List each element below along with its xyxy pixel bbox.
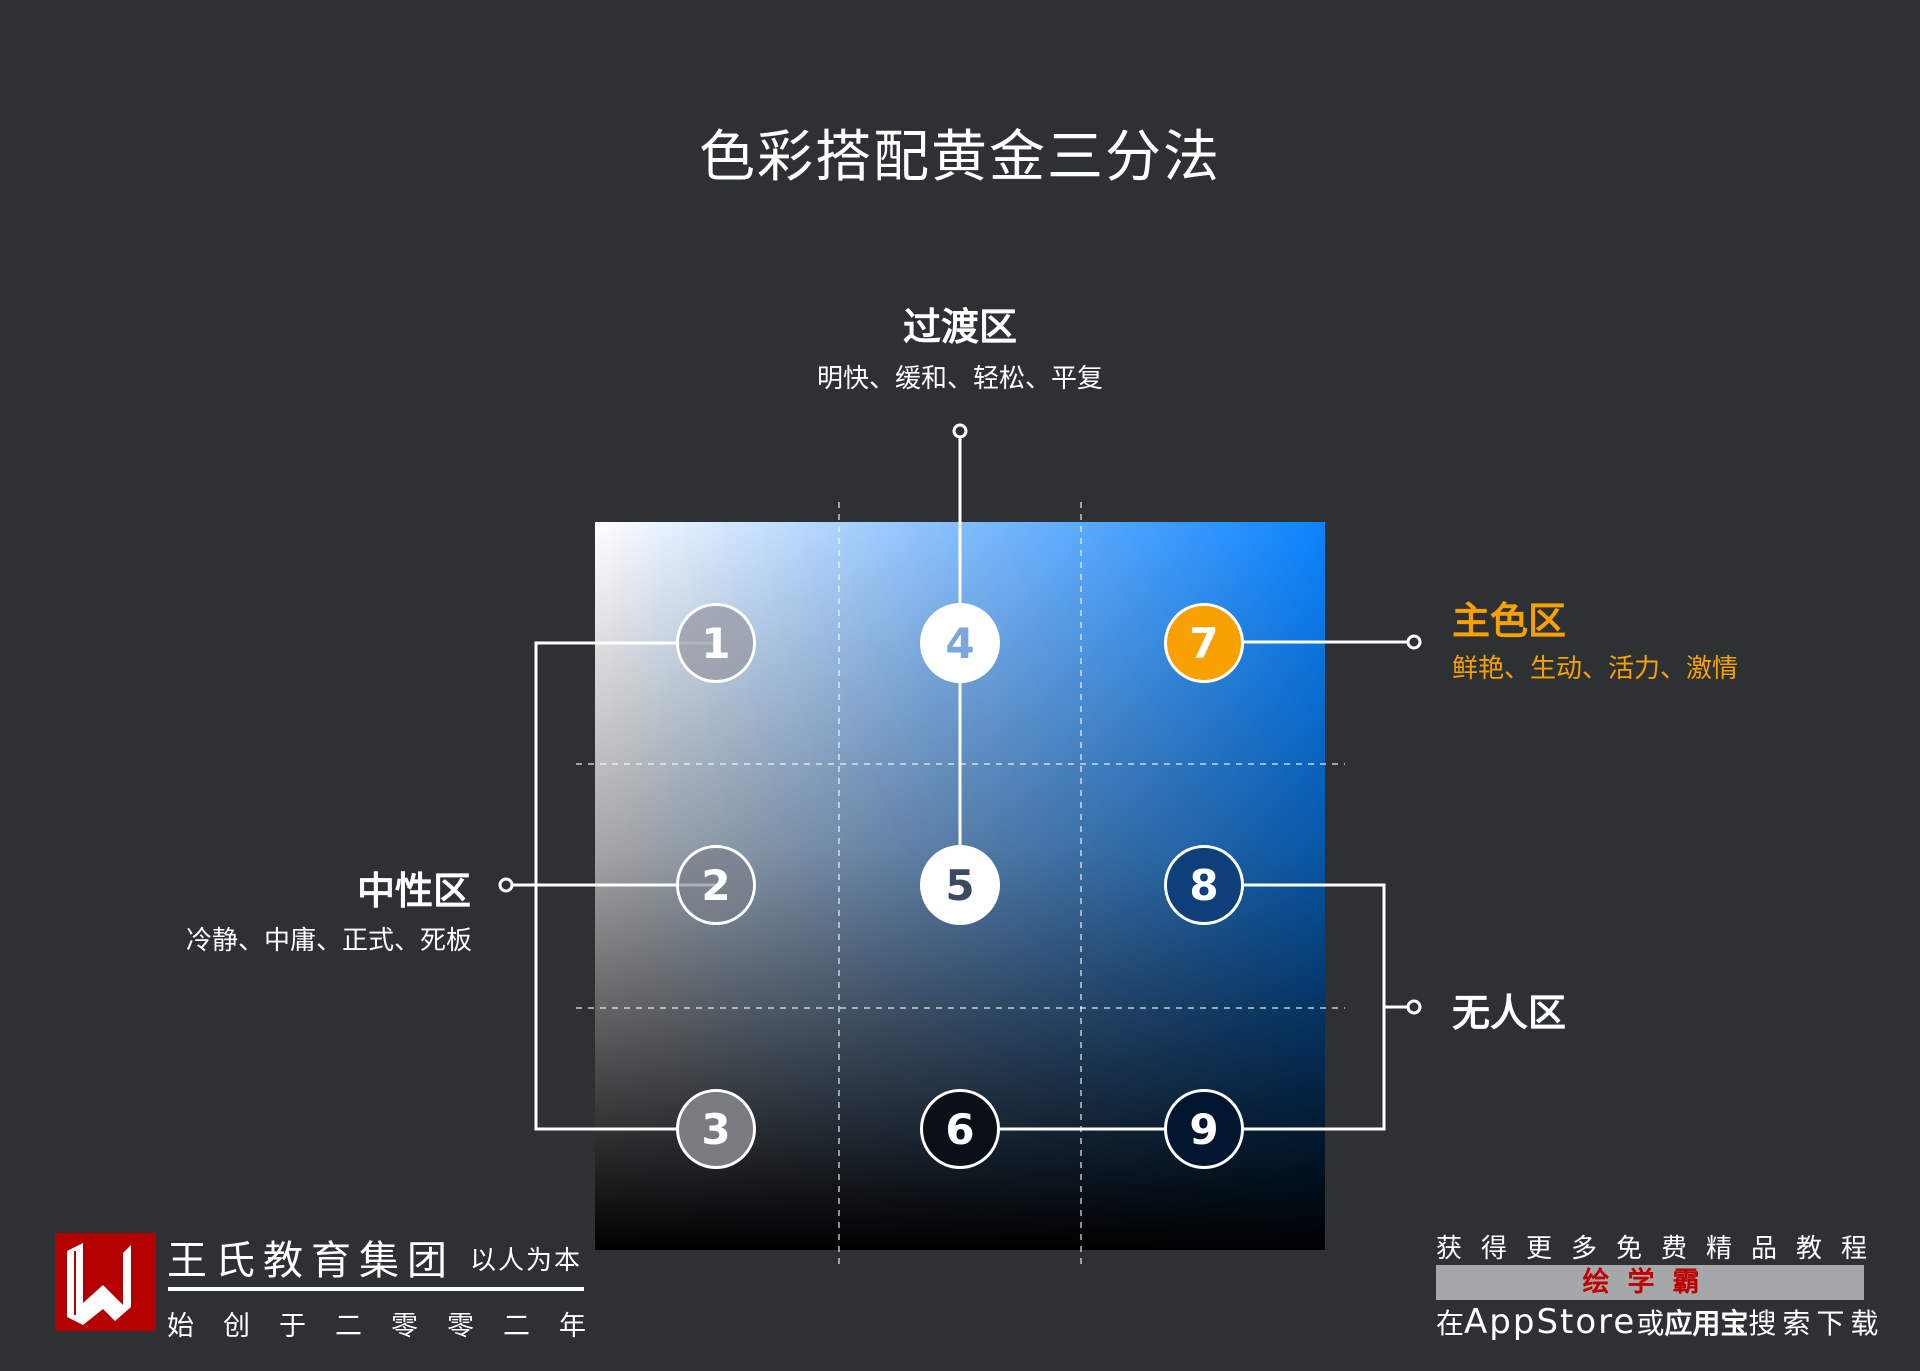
w-logo-icon	[67, 1243, 131, 1325]
neutral-zone-desc: 冷静、中庸、正式、死板	[185, 926, 472, 956]
cell-4: 4	[920, 603, 1000, 683]
cell-6: 6	[920, 1089, 1000, 1169]
dead-bracket	[1204, 883, 1386, 1131]
cell-2: 2	[676, 845, 756, 925]
neutral-zone-title: 中性区	[356, 869, 471, 913]
cell-1: 1	[676, 603, 756, 683]
dead-zone-title: 无人区	[1452, 991, 1567, 1035]
dead-dot	[1406, 999, 1422, 1015]
transition-dot	[952, 423, 968, 439]
brand-motto: 以人为本	[470, 1246, 583, 1276]
promo-text: 或	[1636, 1307, 1665, 1340]
main-zone-title: 主色区	[1452, 599, 1567, 643]
cell-5: 5	[920, 845, 1000, 925]
transition-zone-title: 过渡区	[902, 305, 1017, 349]
yingyongbao-text: 应用宝	[1664, 1307, 1749, 1340]
cell-9: 9	[1164, 1089, 1244, 1169]
appstore-text: AppStore	[1464, 1302, 1637, 1342]
promo-text: 在	[1436, 1307, 1465, 1340]
brand-founded: 始创于二零零二年	[167, 1311, 615, 1342]
brand-divider	[168, 1287, 584, 1291]
brand-logo	[55, 1233, 156, 1331]
app-name-banner: 绘学霸	[1436, 1265, 1864, 1300]
promo-text: 搜索下载	[1748, 1307, 1885, 1340]
page-title: 色彩搭配黄金三分法	[699, 125, 1221, 190]
neutral-dot	[498, 877, 514, 893]
brand-name: 王氏教育集团	[167, 1238, 455, 1284]
main-zone-desc: 鲜艳、生动、活力、激情	[1452, 654, 1739, 684]
promo-line-1: 获得更多免费精品教程	[1436, 1234, 1887, 1264]
main-dot	[1406, 634, 1422, 650]
cell-3: 3	[676, 1089, 756, 1169]
cell-7: 7	[1164, 603, 1244, 683]
promo-line-3: 在AppStore或应用宝搜索下载	[1436, 1302, 1884, 1342]
transition-zone-desc: 明快、缓和、轻松、平复	[816, 364, 1103, 394]
cell-8: 8	[1164, 845, 1244, 925]
